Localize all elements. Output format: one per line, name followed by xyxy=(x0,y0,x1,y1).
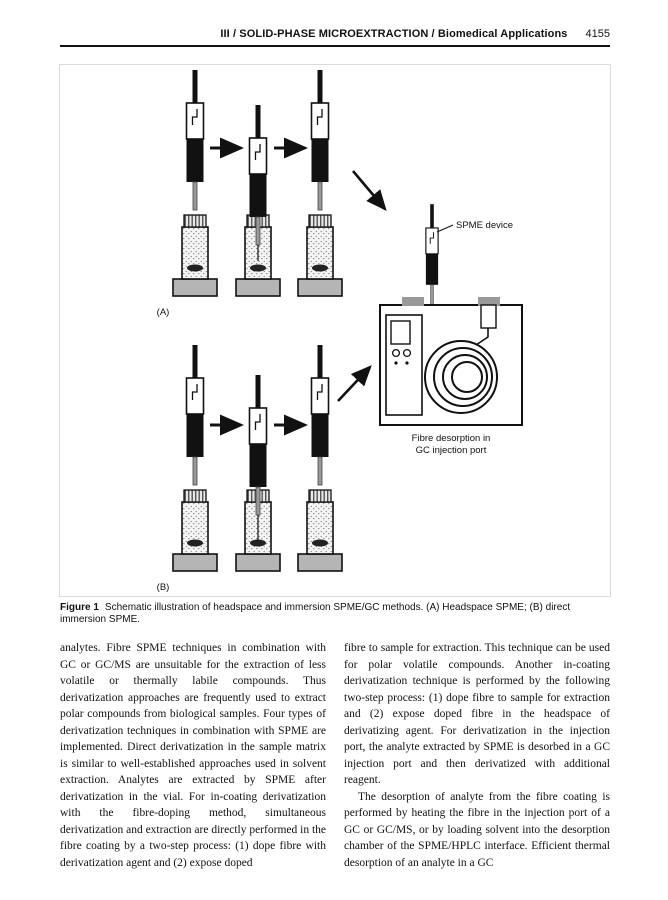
body-column-right: fibre to sample for extraction. This tec… xyxy=(344,640,610,871)
immersion-sequence: (B) xyxy=(157,344,343,593)
header-rule xyxy=(60,45,610,47)
arrow-b-to-gc xyxy=(337,365,372,402)
spme-device-gc xyxy=(425,203,439,306)
spme-device-label: SPME device xyxy=(456,220,513,231)
spme-schematic: (A) SPME device xyxy=(157,69,523,593)
running-head-title: III / SOLID-PHASE MICROEXTRACTION / Biom… xyxy=(220,28,568,40)
spme-device-vial-b1 xyxy=(172,344,218,572)
spme-device-vial-b3 xyxy=(297,344,343,572)
desorption-label-line2: GC injection port xyxy=(416,445,487,456)
headspace-sequence: (A) xyxy=(157,69,343,318)
septum-pad-left xyxy=(402,297,424,306)
figure-caption-text: Schematic illustration of headspace and … xyxy=(60,602,571,625)
panel-button xyxy=(405,361,409,365)
spme-device-vial-a3 xyxy=(297,69,343,297)
panel-button xyxy=(394,361,398,365)
paragraph: analytes. Fibre SPME techniques in combi… xyxy=(60,642,326,869)
septum-pad-right xyxy=(478,297,500,306)
body-column-left: analytes. Fibre SPME techniques in combi… xyxy=(60,640,326,871)
spme-device-vial-a1 xyxy=(172,69,218,297)
panel-display xyxy=(390,320,411,345)
gc-column-coil xyxy=(424,340,498,414)
figure-caption-label: Figure 1 xyxy=(60,602,99,613)
desorption-label-line1: Fibre desorption in xyxy=(412,433,491,444)
spme-device-leader-line xyxy=(436,224,454,233)
panel-b-label: (B) xyxy=(157,582,170,593)
paragraph: fibre to sample for extraction. This tec… xyxy=(344,642,610,786)
gc-control-panel xyxy=(385,314,423,416)
spme-device-vial-a2 xyxy=(235,104,281,297)
spme-device-vial-b2 xyxy=(235,374,281,572)
gc-injection-assembly: SPME device xyxy=(379,203,523,456)
paragraph: The desorption of analyte from the fibre… xyxy=(344,790,610,869)
arrow-a-to-gc xyxy=(352,170,387,211)
running-head: III / SOLID-PHASE MICROEXTRACTION / Biom… xyxy=(60,28,610,40)
panel-a-label: (A) xyxy=(157,307,170,318)
page-number: 4155 xyxy=(585,28,610,40)
column-connector xyxy=(475,328,489,346)
panel-knob xyxy=(402,348,412,358)
injection-port-liner xyxy=(480,304,497,329)
figure-1-panel: (A) SPME device xyxy=(59,64,611,597)
panel-knob xyxy=(391,348,401,358)
